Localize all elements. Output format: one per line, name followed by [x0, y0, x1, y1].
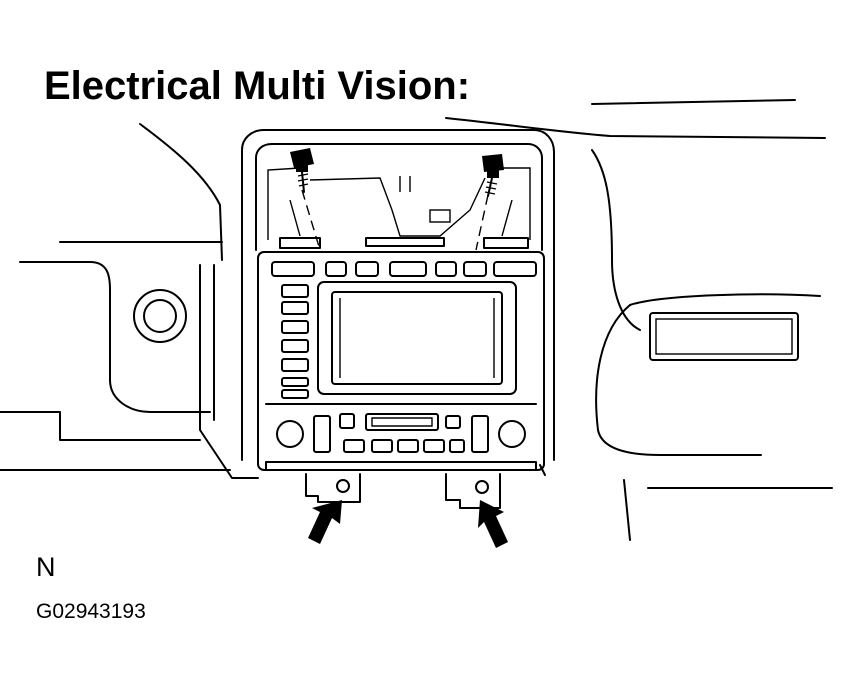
orientation-mark: N — [36, 552, 56, 582]
arrow-icon — [478, 500, 508, 548]
diagram-title: Electrical Multi Vision: — [44, 64, 471, 108]
mounting-tab-left — [305, 473, 361, 503]
mounting-tab-right — [445, 473, 501, 509]
bolt-left — [290, 148, 321, 251]
right-dash-panel — [649, 312, 799, 361]
dashboard-vent — [133, 289, 187, 343]
figure-id: G02943193 — [36, 600, 146, 623]
multi-vision-unit — [257, 251, 545, 471]
arrow-icon — [308, 500, 342, 544]
dashboard-outline — [0, 99, 833, 541]
bolt-right — [475, 154, 504, 251]
center-bezel — [241, 129, 555, 461]
